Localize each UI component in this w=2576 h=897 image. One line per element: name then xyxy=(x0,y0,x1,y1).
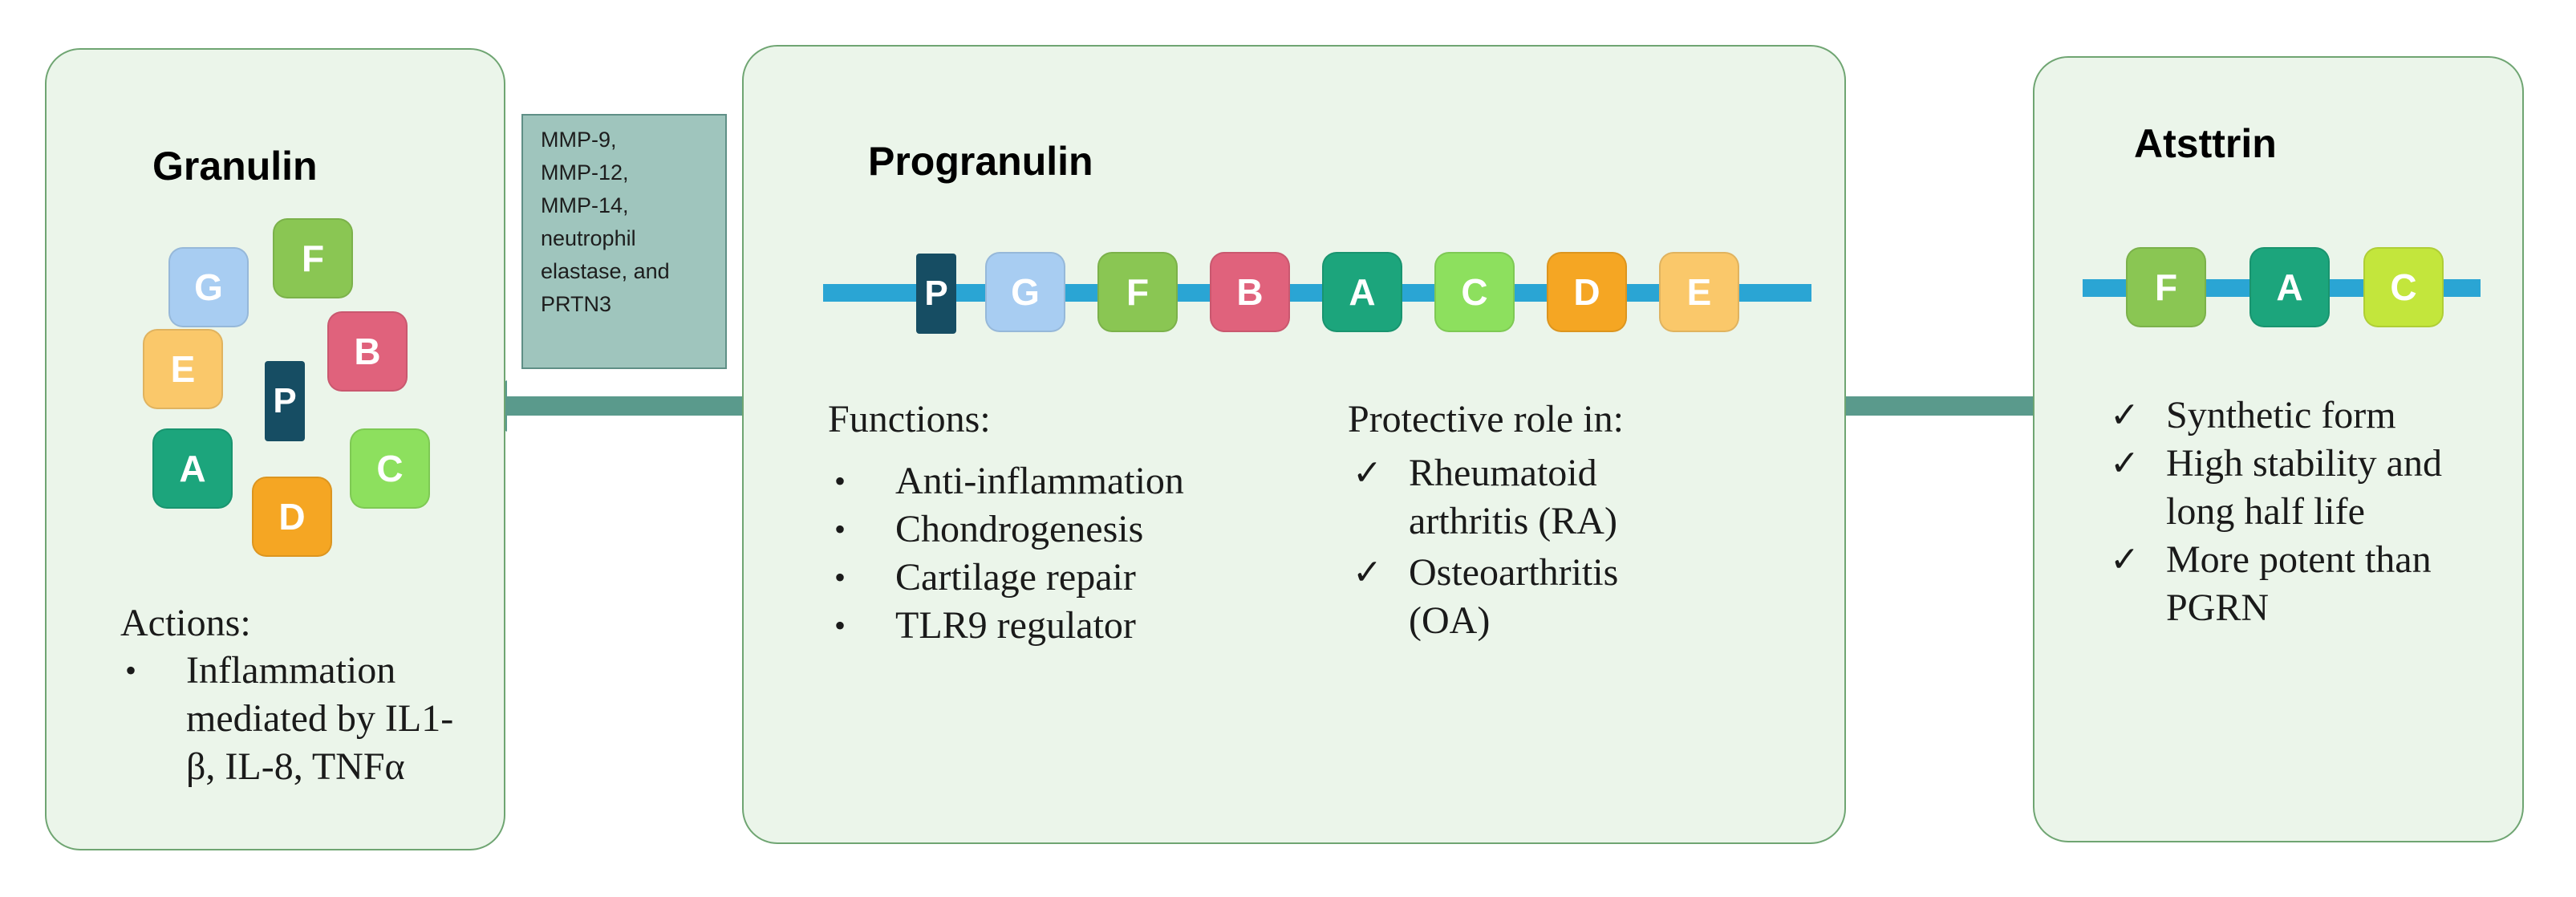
progranulin-domain-p: P xyxy=(916,254,956,334)
enzyme-line: MMP-12, xyxy=(541,160,629,185)
enzyme-line: MMP-9, xyxy=(541,128,617,152)
atsttrin-title: Atsttrin xyxy=(2134,121,2277,166)
function-item: Cartilage repair xyxy=(830,554,1184,602)
granulin-actions-heading: Actions: xyxy=(120,602,251,644)
granulin-domain-f: F xyxy=(273,218,353,298)
atsttrin-domain-c: C xyxy=(2363,247,2444,327)
granulin-actions-list: Inflammation mediated by IL1-β, IL-8, TN… xyxy=(120,647,473,791)
atsttrin-domain-a: A xyxy=(2249,247,2330,327)
atsttrin-feature-item: Synthetic form xyxy=(2110,392,2463,440)
progranulin-protective-heading: Protective role in: xyxy=(1348,398,1624,440)
progranulin-domain-d: D xyxy=(1547,252,1627,332)
atsttrin-feature-item: High stability and long half life xyxy=(2110,440,2463,536)
granulin-action-item: Inflammation mediated by IL1-β, IL-8, TN… xyxy=(120,647,473,791)
function-item: TLR9 regulator xyxy=(830,602,1184,650)
protective-item: Rheumatoid arthritis (RA) xyxy=(1353,449,1690,546)
progranulin-domain-c: C xyxy=(1434,252,1515,332)
enzyme-line: elastase, and xyxy=(541,259,670,283)
enzyme-line: PRTN3 xyxy=(541,292,612,316)
granulin-domain-b: B xyxy=(327,311,408,392)
granulin-domain-e: E xyxy=(143,329,223,409)
granulin-domain-g: G xyxy=(168,247,249,327)
atsttrin-domain-f: F xyxy=(2126,247,2206,327)
progranulin-domain-a: A xyxy=(1322,252,1402,332)
function-item: Chondrogenesis xyxy=(830,505,1184,554)
progranulin-functions-list: Anti-inflammation Chondrogenesis Cartila… xyxy=(830,457,1184,650)
enzyme-line: MMP-14, xyxy=(541,193,629,217)
protective-item: Osteoarthritis (OA) xyxy=(1353,549,1690,645)
atsttrin-feature-item: More potent than PGRN xyxy=(2110,536,2463,632)
atsttrin-features-list: Synthetic form High stability and long h… xyxy=(2110,392,2463,632)
progranulin-functions-heading: Functions: xyxy=(828,398,991,440)
progranulin-domain-b: B xyxy=(1210,252,1290,332)
granulin-domain-d: D xyxy=(252,477,332,557)
enzyme-label-box: MMP-9, MMP-12, MMP-14, neutrophil elasta… xyxy=(521,114,727,369)
granulin-domain-a: A xyxy=(152,428,233,509)
granulin-title: Granulin xyxy=(152,144,318,189)
granulin-domain-c: C xyxy=(350,428,430,509)
progranulin-protective-list: Rheumatoid arthritis (RA) Osteoarthritis… xyxy=(1353,449,1690,645)
function-item: Anti-inflammation xyxy=(830,457,1184,505)
enzyme-line: neutrophil xyxy=(541,226,636,250)
progranulin-domain-f: F xyxy=(1097,252,1178,332)
progranulin-title: Progranulin xyxy=(868,139,1093,184)
progranulin-panel xyxy=(742,45,1846,844)
progranulin-domain-g: G xyxy=(985,252,1065,332)
granulin-domain-p: P xyxy=(265,361,305,441)
progranulin-domain-e: E xyxy=(1659,252,1739,332)
